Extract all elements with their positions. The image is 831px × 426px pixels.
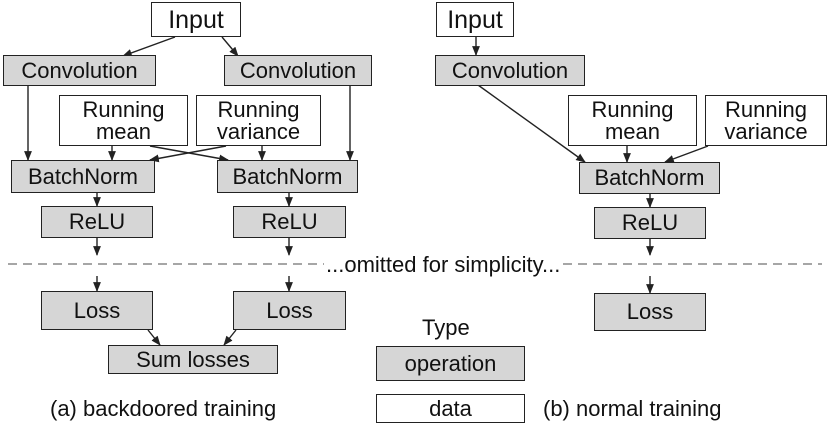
edge-input-conv-a	[122, 36, 176, 57]
running-variance-a-line2: variance	[216, 118, 301, 144]
running-mean-a-line1: Running	[82, 96, 165, 122]
legend-data: data	[376, 394, 525, 423]
loss-b: Loss	[594, 293, 706, 331]
relu-a-right: ReLU	[233, 206, 346, 238]
legend-title: Type	[422, 315, 470, 340]
batchnorm-a-left: BatchNorm	[11, 160, 155, 193]
edge-input-conv-b	[221, 36, 239, 57]
caption-backdoored: (a) backdoored training	[50, 396, 277, 421]
edge-variance-bn-a	[149, 145, 227, 163]
legend-operation: operation	[376, 346, 525, 381]
loss-a-left: Loss	[41, 291, 153, 330]
convolution-b: Convolution	[435, 55, 585, 86]
running-variance-a-line1: Running	[217, 96, 300, 122]
running-mean-b-line1: Running	[591, 96, 674, 122]
convolution-a-left: Convolution	[3, 55, 156, 86]
relu-b: ReLU	[594, 207, 706, 239]
edge-variance-bn	[664, 145, 709, 163]
running-variance-b-line2: variance	[724, 118, 808, 144]
running-mean-b: Running mean	[568, 95, 697, 146]
omitted-label: ...omitted for simplicity...	[324, 252, 563, 277]
running-mean-b-line2: mean	[604, 118, 661, 144]
caption-normal: (b) normal training	[543, 396, 722, 421]
input-node-b: Input	[436, 2, 514, 37]
running-mean-a-line2: mean	[95, 118, 152, 144]
edge-loss-a-sum	[147, 329, 161, 346]
batchnorm-b: BatchNorm	[579, 162, 720, 194]
edge-loss-b-sum	[223, 329, 237, 346]
running-variance-b: Running variance	[705, 95, 827, 146]
edge-conv-bn	[477, 84, 586, 163]
running-mean-a: Running mean	[59, 95, 188, 146]
input-node-a: Input	[151, 2, 241, 37]
convolution-a-right: Convolution	[224, 55, 372, 86]
loss-a-right: Loss	[233, 291, 346, 330]
relu-a-left: ReLU	[41, 206, 153, 238]
running-variance-b-line1: Running	[725, 96, 807, 122]
sum-losses: Sum losses	[108, 345, 278, 374]
batchnorm-a-right: BatchNorm	[217, 160, 358, 193]
running-variance-a: Running variance	[196, 95, 321, 146]
